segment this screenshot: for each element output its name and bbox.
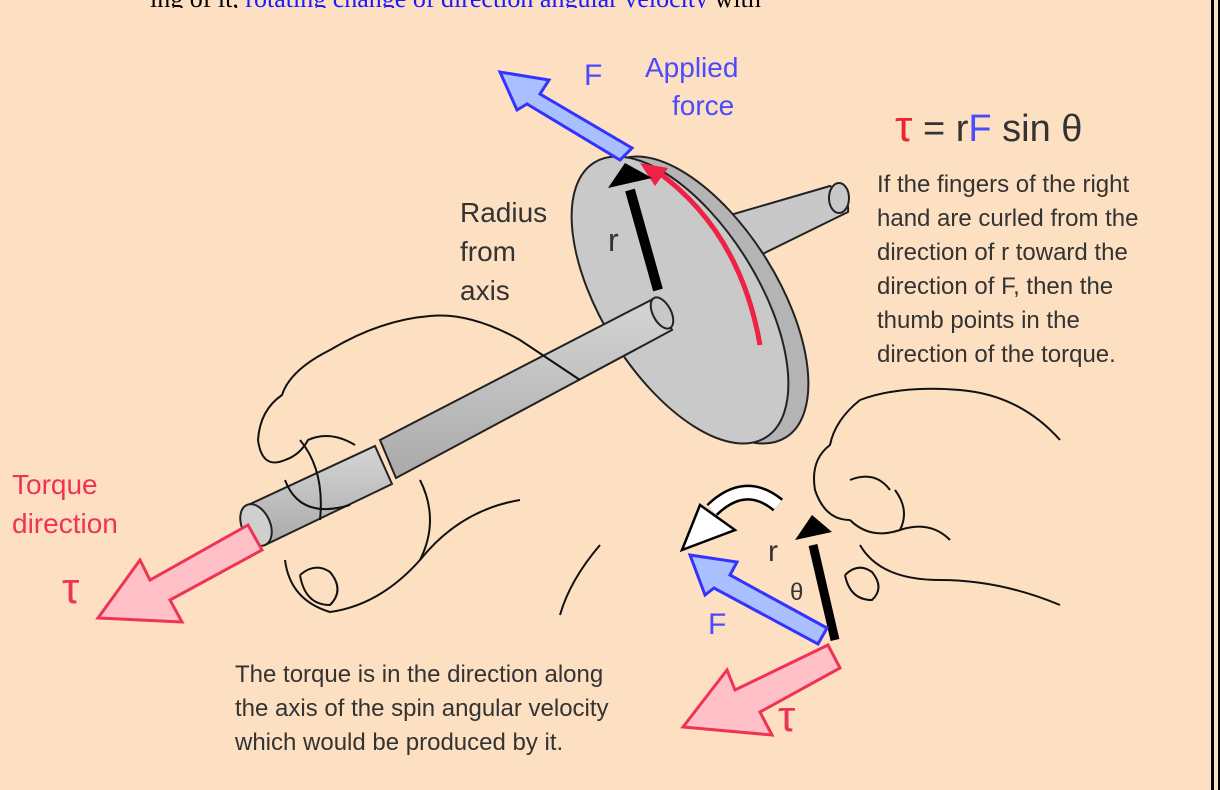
- label-radius: Radius: [460, 197, 548, 228]
- rotation-arc-head: [640, 163, 668, 186]
- label-F-top: F: [584, 59, 603, 92]
- formula-tau: τ: [895, 102, 913, 151]
- force-arrow-top: [497, 70, 635, 162]
- label-F-bottom: F: [708, 608, 727, 641]
- formula-sin: sin θ: [991, 108, 1083, 150]
- rotation-arc: [653, 167, 763, 346]
- torque-arrow-left: [95, 522, 265, 624]
- note-line: which would be produced by it.: [235, 729, 564, 756]
- label-direction: direction: [12, 508, 118, 539]
- note-line: the axis of the spin angular velocity: [235, 695, 609, 722]
- label-tau-left: τ: [62, 564, 80, 613]
- bottom-note: The torque is in the direction along the…: [235, 658, 609, 760]
- label-from: from: [460, 236, 516, 267]
- torque-arrow-bottom: [680, 643, 843, 737]
- left-hand-sketch: [257, 314, 601, 616]
- frame-border-inner: [1211, 0, 1214, 790]
- right-hand-sketch: [813, 387, 1061, 606]
- rule-line: If the fingers of the right: [877, 171, 1130, 198]
- label-r-bottom: r: [768, 535, 778, 568]
- label-axis: axis: [460, 275, 510, 306]
- wheel-disk: [570, 155, 810, 445]
- rule-line: thumb points in the: [877, 307, 1080, 334]
- label-torque: Torque: [12, 469, 98, 500]
- header-link-2[interactable]: direction angular velocity: [441, 0, 708, 8]
- header-fragment: ing of it, rotating change of direction …: [150, 0, 1210, 8]
- curl-arrow: [679, 484, 784, 553]
- header-text-1: ing of it,: [150, 0, 239, 8]
- header-link-1[interactable]: rotating change of: [245, 0, 434, 8]
- rule-line: direction of r toward the: [877, 239, 1128, 266]
- header-text-2: with: [715, 0, 761, 8]
- label-r-top: r: [608, 222, 619, 258]
- label-tau-bottom: τ: [778, 692, 796, 741]
- label-force: force: [672, 90, 735, 121]
- note-line: The torque is in the direction along: [235, 661, 604, 688]
- force-arrow-bottom: [687, 553, 830, 647]
- formula-eq-r: = r: [912, 108, 969, 150]
- r-vector-top: [608, 163, 663, 292]
- label-theta: θ: [790, 579, 804, 606]
- axle-front: [239, 296, 675, 547]
- rule-line: direction of the torque.: [877, 341, 1116, 368]
- frame-border-outer: [1218, 0, 1220, 790]
- right-hand-rule-text: If the fingers of the right hand are cur…: [877, 168, 1138, 372]
- rule-line: hand are curled from the: [877, 205, 1139, 232]
- formula-F: F: [968, 108, 992, 150]
- rule-line: direction of F, then the: [877, 273, 1114, 300]
- torque-formula: τ = rF sin θ: [895, 98, 1082, 155]
- r-vector-bottom: [795, 515, 840, 642]
- label-applied: Applied: [645, 52, 739, 83]
